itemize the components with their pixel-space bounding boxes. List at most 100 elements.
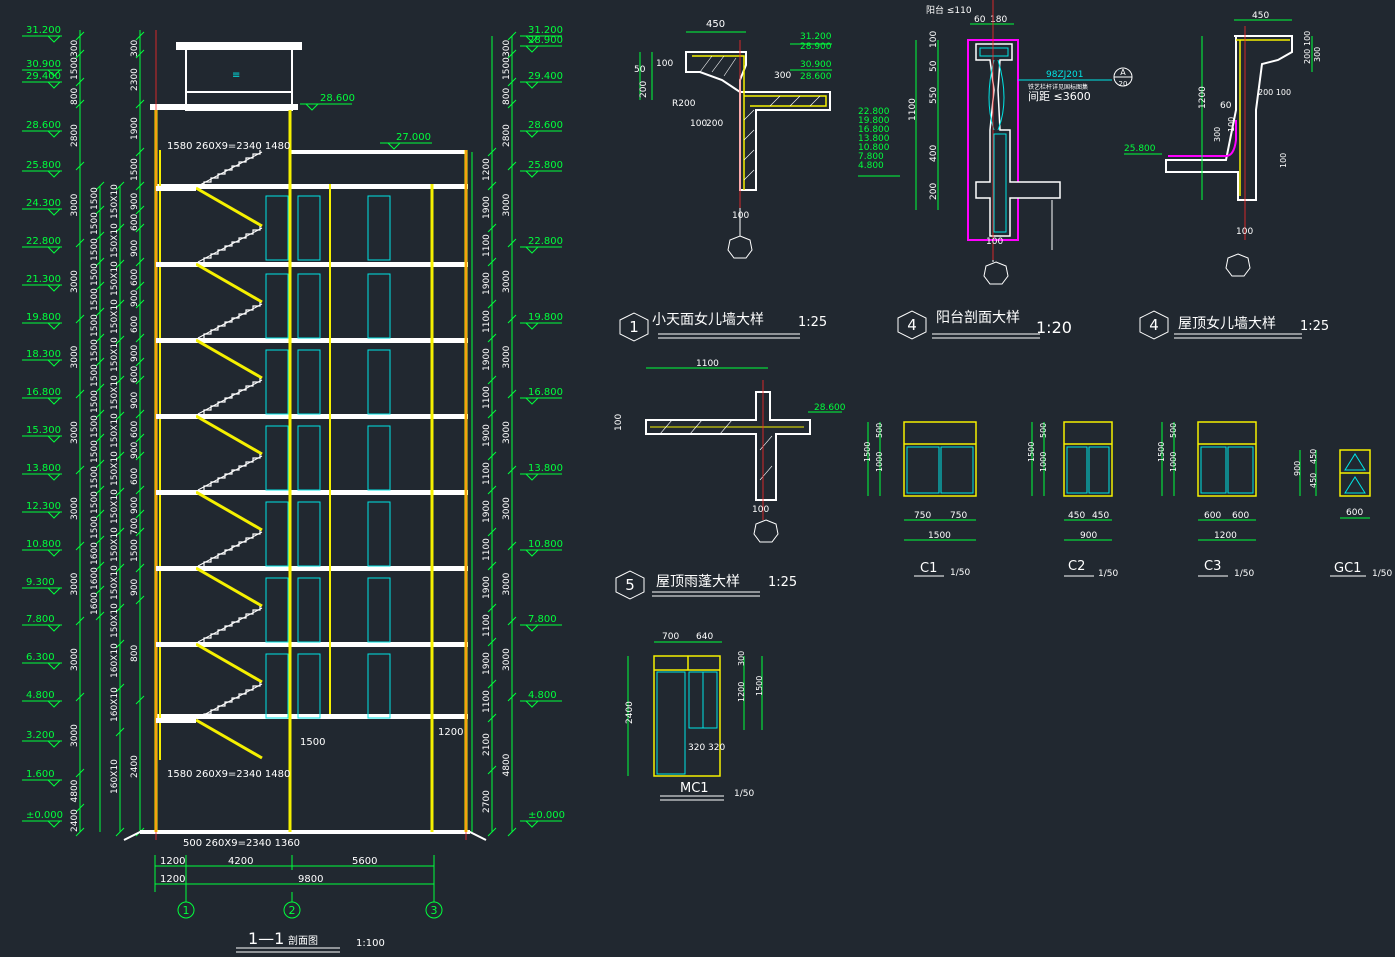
left-dim-inner-tick xyxy=(135,563,145,573)
right-level-label: 13.800 xyxy=(528,463,563,474)
c3-w1: 600 xyxy=(1204,511,1221,521)
left-dim-flight-label: 1500 xyxy=(90,440,100,463)
left-dim-inner-label: 900 xyxy=(130,193,140,210)
left-level-triangle xyxy=(47,624,61,632)
mc1-bottom: 320 320 xyxy=(688,743,725,753)
d4-level-label: 10.800 xyxy=(858,143,890,153)
d4-dim-400: 400 xyxy=(929,145,939,162)
d1-dim-100: 100 xyxy=(656,59,673,69)
right-dim-inner-tick xyxy=(487,603,497,613)
d1-dim-50: 50 xyxy=(634,65,646,75)
left-level-triangle xyxy=(47,170,61,178)
d4r-dim-100b: 100 xyxy=(1227,117,1236,132)
left-level-triangle xyxy=(47,662,61,670)
c1-ht: 1500 xyxy=(863,442,872,462)
left-dim-flight-tick xyxy=(95,459,105,469)
mc1-h3: 1500 xyxy=(755,676,764,696)
left-dim-outer-label: 300 xyxy=(70,40,80,57)
floor-slab xyxy=(156,184,468,189)
mc1-ht: 2400 xyxy=(625,701,635,724)
left-dim-steps-label: 150X10 xyxy=(110,527,120,562)
ground-edge xyxy=(123,831,487,841)
left-dim-flight-label: 1600 xyxy=(90,542,100,565)
left-level-triangle xyxy=(47,779,61,787)
stair-rail xyxy=(197,151,263,187)
d1-dim-r200: R200 xyxy=(672,99,696,109)
left-dim-steps-label: 150X10 xyxy=(110,299,120,334)
c1-w1: 750 xyxy=(914,511,931,521)
stair-rail xyxy=(197,379,263,415)
right-dim-inner-label: 1900 xyxy=(482,500,492,523)
axis-1-label: 1 xyxy=(183,904,190,917)
door-frame xyxy=(265,653,289,719)
left-dim-inner-tick xyxy=(135,99,145,109)
right-dim-outer-label: 3000 xyxy=(502,497,512,520)
left-dim-flight-label: 1500 xyxy=(90,491,100,514)
detail-5-canopy: 1100 100 100 28.600 5 屋顶雨蓬大样 1:25 xyxy=(614,359,846,600)
d5-dim-100: 100 xyxy=(614,414,624,431)
c2-scale: 1/50 xyxy=(1098,569,1118,579)
stair-landing xyxy=(156,262,196,267)
bottom-dim-5600: 5600 xyxy=(352,856,377,867)
left-dim-steps-label: 160X10 xyxy=(110,687,120,722)
left-dim-outer-tick xyxy=(75,692,85,702)
gc1-h1: 450 xyxy=(1309,449,1318,464)
door-frame xyxy=(297,501,321,567)
section-1-1: 31.20030.90029.40028.60025.80024.30022.8… xyxy=(22,25,565,953)
stair-landing xyxy=(156,414,196,419)
door-frame xyxy=(297,273,321,339)
right-level-label: 22.800 xyxy=(528,236,563,247)
detail-4a-scale: 1:20 xyxy=(1036,318,1072,337)
right-dim-inner-label: 1100 xyxy=(482,690,492,713)
door-frame xyxy=(367,273,391,339)
left-dim-steps-tick xyxy=(115,527,125,537)
left-dim-steps-label: 150X10 xyxy=(110,413,120,448)
left-level-label: 15.300 xyxy=(26,425,61,436)
right-dim-inner-tick xyxy=(487,679,497,689)
c2-w1: 450 xyxy=(1068,511,1085,521)
left-dim-steps-tick xyxy=(115,299,125,309)
left-dim-flight-label: 1500 xyxy=(90,238,100,261)
left-level-markers: 31.20030.90029.40028.60025.80024.30022.8… xyxy=(22,25,63,828)
window-c2: 500 1000 1500 450 450 900 C2 1/50 xyxy=(1027,421,1118,579)
left-dim-inner-tick xyxy=(135,433,145,443)
right-dim-inner-label: 1900 xyxy=(482,652,492,675)
d4-ref-sub: 20 xyxy=(1119,80,1128,88)
d4-note-3: 铁艺栏杆详见国标图集 xyxy=(1028,83,1088,91)
left-dim-inner-label: 1500 xyxy=(130,158,140,181)
d4-dim-60: 60 xyxy=(974,15,986,25)
right-dim-outer-tick xyxy=(507,77,517,87)
roof-level-label: 27.000 xyxy=(396,132,431,143)
door-frame xyxy=(297,195,321,261)
left-dim-inner-tick xyxy=(135,281,145,291)
right-dim-inner-label: 2700 xyxy=(482,790,492,813)
left-dim-steps-tick xyxy=(115,451,125,461)
left-level-triangle xyxy=(47,397,61,405)
left-level-label: 9.300 xyxy=(26,577,55,588)
d4-dim-1100: 1100 xyxy=(908,98,918,121)
building-section-body: ≡ xyxy=(123,30,487,841)
left-level-triangle xyxy=(47,130,61,138)
d4-note-2: 98ZJ201 xyxy=(1046,70,1083,80)
left-dim-outer-label: 3000 xyxy=(70,648,80,671)
d4-dim-180: 180 xyxy=(990,15,1007,25)
d5-dim-1100: 1100 xyxy=(696,359,719,369)
right-level-label: 28.900 xyxy=(528,35,563,46)
left-dim-outer-tick xyxy=(75,389,85,399)
floor-slab xyxy=(156,414,468,419)
c2-id: C2 xyxy=(1068,559,1085,574)
left-dim-flight-label: 1500 xyxy=(90,339,100,362)
left-dim-flight-tick xyxy=(95,357,105,367)
right-level-triangle xyxy=(525,700,539,708)
d1-level-30900: 30.900 xyxy=(800,60,832,70)
left-level-label: 12.300 xyxy=(26,501,61,512)
mc1-scale: 1/50 xyxy=(734,789,754,799)
right-dim-outer-label: 3000 xyxy=(502,270,512,293)
detail-1-scale: 1:25 xyxy=(798,315,827,330)
left-dim-steps-label: 150X10 xyxy=(110,451,120,486)
right-level-triangle xyxy=(525,549,539,557)
stair-flight-down xyxy=(195,490,263,532)
right-dim-outer-tick xyxy=(507,99,517,109)
d5-dim-100b: 100 xyxy=(752,505,769,515)
right-dim-outer-tick xyxy=(507,31,517,41)
